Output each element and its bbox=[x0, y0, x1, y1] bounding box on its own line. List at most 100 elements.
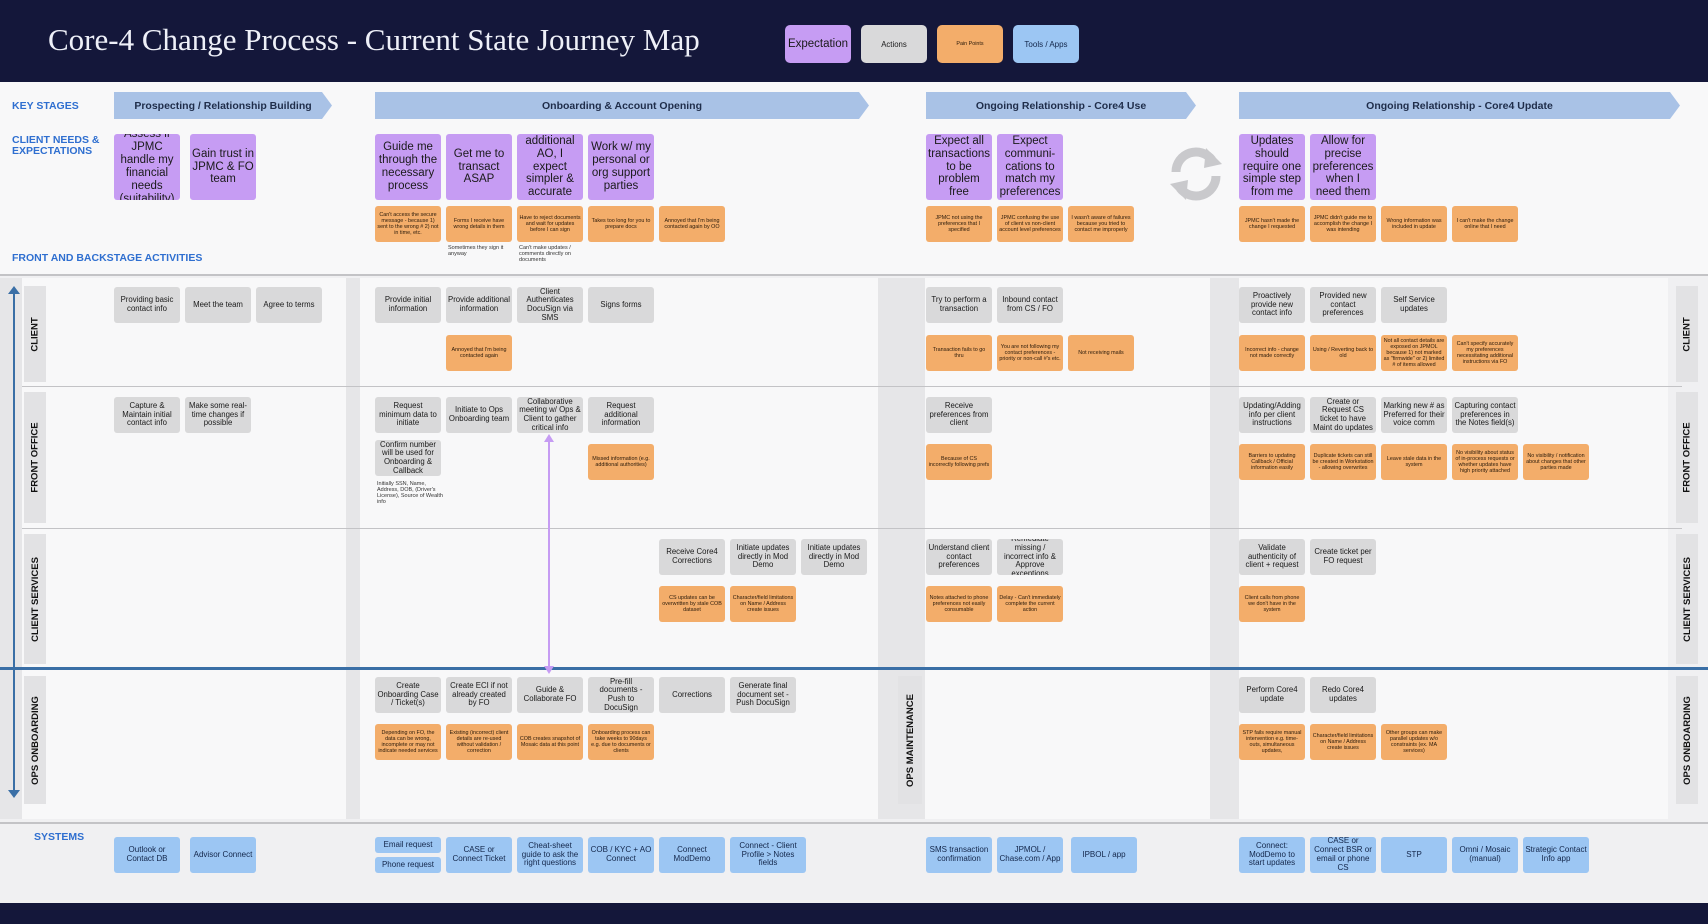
action-card: Create or Request CS ticket to have Main… bbox=[1310, 397, 1376, 433]
stage-chevron-1: Prospecting / Relationship Building bbox=[114, 92, 332, 119]
pain-point-card: Character/field limitations on Name / Ad… bbox=[1310, 724, 1376, 760]
action-card: Request minimum data to initiate bbox=[375, 397, 441, 433]
pain-point-card: Notes attached to phone preferences not … bbox=[926, 586, 992, 622]
system-card: Connect ModDemo bbox=[659, 837, 725, 873]
connector-arrow-up-icon bbox=[544, 434, 554, 442]
pain-point-card: Can't access the secure message - becaus… bbox=[375, 206, 441, 242]
lane-tab-front-office-left-label: FRONT OFFICE bbox=[29, 422, 41, 493]
system-card: JPMOL / Chase.com / App bbox=[997, 837, 1063, 873]
pain-point-card: Annoyed that I'm being contacted again bbox=[446, 335, 512, 371]
action-card: Initiate updates directly in Mod Demo bbox=[730, 539, 796, 575]
expectation-card: Get me to transact ASAP bbox=[446, 134, 512, 200]
page-title: Core-4 Change Process - Current State Jo… bbox=[48, 22, 700, 57]
action-card: Redo Core4 updates bbox=[1310, 677, 1376, 713]
pain-point-card: Incorrect info - change not made correct… bbox=[1239, 335, 1305, 371]
expectation-card: Guide me through the necessary process bbox=[375, 134, 441, 200]
expectation-card: Allow for precise preferences when I nee… bbox=[1310, 134, 1376, 200]
expectation-card: Gain trust in JPMC & FO team bbox=[190, 134, 256, 200]
system-card: Advisor Connect bbox=[190, 837, 256, 873]
expectation-card: Updates should require one simple step f… bbox=[1239, 134, 1305, 200]
legend-pain-points: Pain Points bbox=[937, 25, 1003, 63]
pain-point-card: Transaction fails to go thru bbox=[926, 335, 992, 371]
action-card: Self Service updates bbox=[1381, 287, 1447, 323]
pain-point-card: JPMC hasn't made the change I requested bbox=[1239, 206, 1305, 242]
action-card: Provided new contact preferences bbox=[1310, 287, 1376, 323]
action-card: Collaborative meeting w/ Ops & Client to… bbox=[517, 397, 583, 433]
lane-tab-client-right-label: CLIENT bbox=[1681, 316, 1693, 352]
stage-chevron-2: Onboarding & Account Opening bbox=[375, 92, 869, 119]
axis-arrow-down-icon bbox=[8, 790, 20, 798]
system-card: COB / KYC + AO Connect bbox=[588, 837, 654, 873]
system-card: SMS transaction confirmation bbox=[926, 837, 992, 873]
action-card: Validate authenticity of client + reques… bbox=[1239, 539, 1305, 575]
lane-tab-ops-onboarding-left: OPS ONBOARDING bbox=[24, 676, 46, 804]
lane-tab-front-office-right-label: FRONT OFFICE bbox=[1681, 422, 1693, 493]
pain-point-card: Other groups can make parallel updates w… bbox=[1381, 724, 1447, 760]
legend-tools-apps: Tools / Apps bbox=[1013, 25, 1079, 63]
pain-point-card: COB creates snapshot of Mosaic data at t… bbox=[517, 724, 583, 760]
lane-tab-client-left: CLIENT bbox=[24, 286, 46, 382]
connector-line bbox=[548, 437, 550, 671]
lane-tab-ops-maintenance: OPS MAINTENANCE bbox=[898, 676, 922, 804]
lane-tab-client-services-left-label: CLIENT SERVICES bbox=[29, 556, 41, 642]
pain-point-card: Delay - Can't immediately complete the c… bbox=[997, 586, 1063, 622]
pain-point-card: Leave stale data in the system bbox=[1381, 444, 1447, 480]
stage-chevron-3: Ongoing Relationship - Core4 Use bbox=[926, 92, 1196, 119]
action-card: Meet the team bbox=[185, 287, 251, 323]
system-card: Email request bbox=[375, 837, 441, 853]
expectation-card: Assess if JPMC handle my financial needs… bbox=[114, 134, 180, 200]
expectation-card: For additional AO, I expect simpler & ac… bbox=[517, 134, 583, 200]
action-card: Client Authenticates DocuSign via SMS bbox=[517, 287, 583, 323]
action-card: Request additional information bbox=[588, 397, 654, 433]
refresh-cycle-icon bbox=[1164, 142, 1228, 206]
legend-actions: Actions bbox=[861, 25, 927, 63]
activity-column-1 bbox=[22, 278, 350, 819]
action-card: Perform Core4 update bbox=[1239, 677, 1305, 713]
lane-tab-ops-maintenance-label: OPS MAINTENANCE bbox=[904, 693, 916, 787]
pain-point-card: Annoyed that I'm being contacted again b… bbox=[659, 206, 725, 242]
section-label-activities: FRONT AND BACKSTAGE ACTIVITIES bbox=[12, 252, 203, 264]
action-card: Initiate to Ops Onboarding team bbox=[446, 397, 512, 433]
pain-point-card: No visibility about status of in-process… bbox=[1452, 444, 1518, 480]
lane-tab-client-services-left: CLIENT SERVICES bbox=[24, 534, 46, 664]
system-card: CASE or Connect Ticket bbox=[446, 837, 512, 873]
column-gutter-4 bbox=[1210, 278, 1239, 819]
action-card: Corrections bbox=[659, 677, 725, 713]
pain-point-card: Barriers to updating Callback / Official… bbox=[1239, 444, 1305, 480]
action-card: Proactively provide new contact info bbox=[1239, 287, 1305, 323]
action-card: Confirm number will be used for Onboardi… bbox=[375, 440, 441, 476]
pain-point-card: JPMC didn't guide me to accomplish the c… bbox=[1310, 206, 1376, 242]
pain-point-card: Because of CS incorrectly following pref… bbox=[926, 444, 992, 480]
action-card: Remediate missing / incorrect info & App… bbox=[997, 539, 1063, 575]
lane-tab-ops-onboarding-left-label: OPS ONBOARDING bbox=[29, 695, 41, 785]
pain-point-card: CS updates can be overwritten by stale C… bbox=[659, 586, 725, 622]
pain-point-card: STP fails require manual intervention e.… bbox=[1239, 724, 1305, 760]
legend-expectation: Expectation bbox=[785, 25, 851, 63]
system-card: IPBOL / app bbox=[1071, 837, 1137, 873]
expectation-card: Work w/ my personal or org support parti… bbox=[588, 134, 654, 200]
note-text: Initially SSN, Name, Address, DOB, (Driv… bbox=[377, 481, 443, 506]
lane-tab-client-right: CLIENT bbox=[1676, 286, 1698, 382]
system-card: Phone request bbox=[375, 857, 441, 873]
system-card: Outlook or Contact DB bbox=[114, 837, 180, 873]
lane-tab-client-services-right: CLIENT SERVICES bbox=[1676, 534, 1698, 664]
action-card: Updating/Adding info per client instruct… bbox=[1239, 397, 1305, 433]
lane-tab-client-services-right-label: CLIENT SERVICES bbox=[1681, 556, 1693, 642]
footer-bar bbox=[0, 903, 1708, 924]
action-card: Understand client contact preferences bbox=[926, 539, 992, 575]
divider-systems bbox=[0, 822, 1708, 824]
action-card: Providing basic contact info bbox=[114, 287, 180, 323]
column-gutter-1 bbox=[0, 278, 22, 819]
system-card: Connect - Client Profile > Notes fields bbox=[730, 837, 806, 873]
pain-point-card: Existing (incorrect) client details are … bbox=[446, 724, 512, 760]
pain-point-card: Character/field limitations on Name / Ad… bbox=[730, 586, 796, 622]
action-card: Receive Core4 Corrections bbox=[659, 539, 725, 575]
backstage-line bbox=[0, 667, 1708, 670]
note-text: Sometimes they sign it anyway bbox=[448, 245, 504, 258]
pain-point-card: Wrong information was included in update bbox=[1381, 206, 1447, 242]
expectation-card: Expect communi-cations to match my prefe… bbox=[997, 134, 1063, 200]
pain-point-card: Duplicate tickets can still be created i… bbox=[1310, 444, 1376, 480]
axis-line bbox=[13, 290, 15, 790]
pain-point-card: JPMC confusing the use of client vs non-… bbox=[997, 206, 1063, 242]
